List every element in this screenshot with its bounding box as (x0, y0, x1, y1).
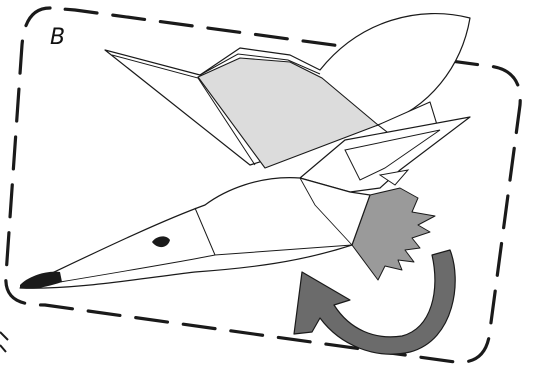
panel-label: B (50, 25, 65, 50)
head (20, 178, 370, 289)
corner-mark (0, 332, 8, 352)
